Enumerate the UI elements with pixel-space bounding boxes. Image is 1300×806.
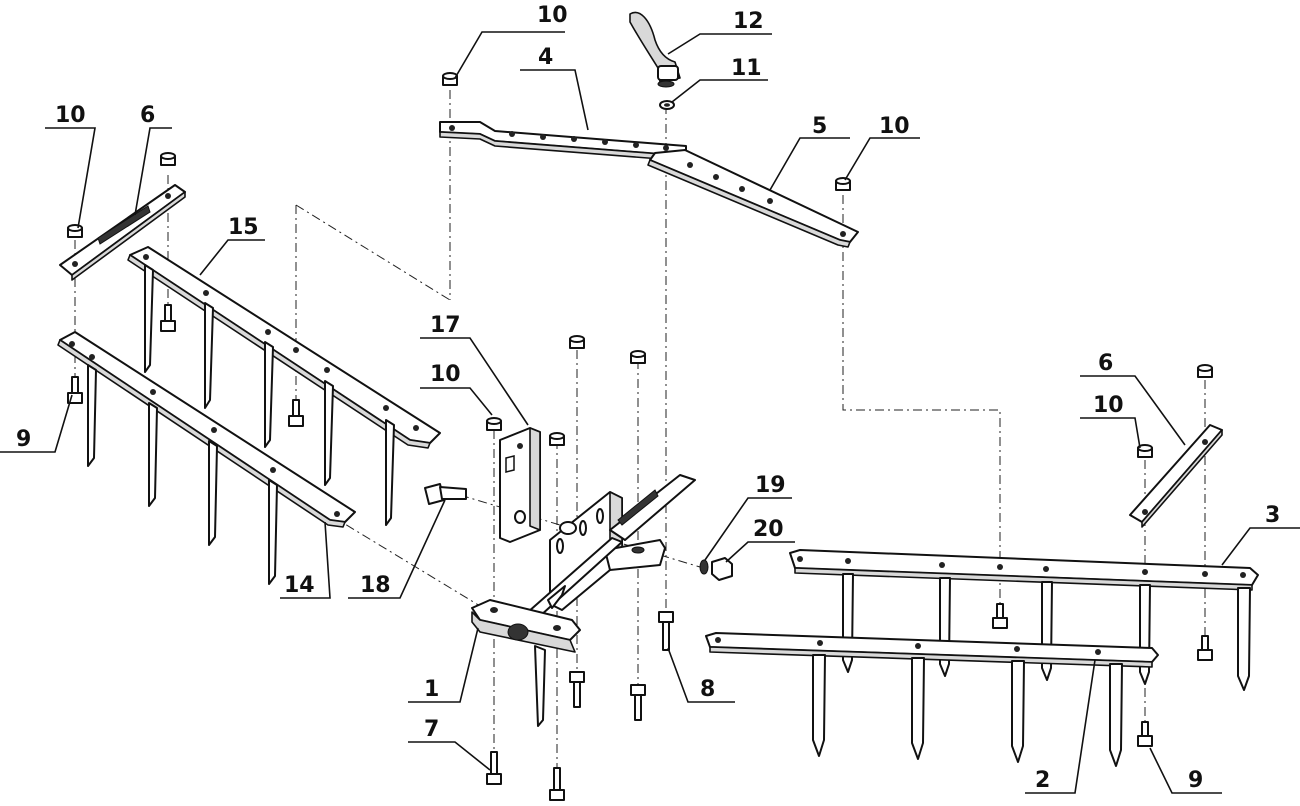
rake-part-14	[57, 331, 356, 585]
callout-8: 8	[700, 677, 715, 702]
callout-7: 7	[424, 717, 439, 742]
callout-2: 2	[1035, 768, 1050, 793]
bolts	[67, 304, 1213, 801]
callout-10-right: 10	[1093, 393, 1124, 418]
callout-19: 19	[755, 473, 786, 498]
callout-11: 11	[731, 56, 762, 81]
callout-10-middle: 10	[430, 362, 461, 387]
callout-9-left: 9	[16, 427, 31, 452]
callout-18: 18	[360, 573, 391, 598]
callout-14: 14	[284, 573, 315, 598]
callout-10-left: 10	[55, 103, 86, 128]
nut-part-20	[711, 557, 733, 581]
callout-10-right-top: 10	[879, 114, 910, 139]
callout-12: 12	[733, 9, 764, 34]
callout-10-top: 10	[537, 3, 568, 28]
callout-6-left: 6	[140, 103, 155, 128]
callout-5: 5	[812, 114, 827, 139]
nuts-part-10	[67, 72, 1213, 458]
callout-4: 4	[538, 45, 553, 70]
callouts: 10 12 4 11 5 10 10 6 15 9 17 10	[0, 3, 1300, 794]
rake-part-2	[705, 632, 1159, 767]
assembly-centerlines	[74, 90, 1206, 780]
callout-6-right: 6	[1098, 351, 1113, 376]
callout-1: 1	[424, 677, 439, 702]
rake-part-15	[127, 246, 441, 526]
callout-17: 17	[430, 313, 461, 338]
bolt-part-18	[424, 483, 467, 505]
frame-part-1	[471, 474, 696, 727]
washer-part-11	[659, 100, 675, 110]
callout-3: 3	[1265, 503, 1280, 528]
washer-part-19	[699, 559, 709, 575]
callout-9-right: 9	[1188, 768, 1203, 793]
bar-part-4	[439, 121, 687, 162]
callout-20: 20	[753, 517, 784, 542]
bar-part-5	[647, 149, 859, 248]
handle-part-12	[629, 11, 681, 88]
plate-part-6-left	[59, 184, 186, 281]
bracket-part-17	[499, 427, 541, 543]
callout-15: 15	[228, 215, 259, 240]
plate-part-6-right	[1129, 424, 1223, 528]
